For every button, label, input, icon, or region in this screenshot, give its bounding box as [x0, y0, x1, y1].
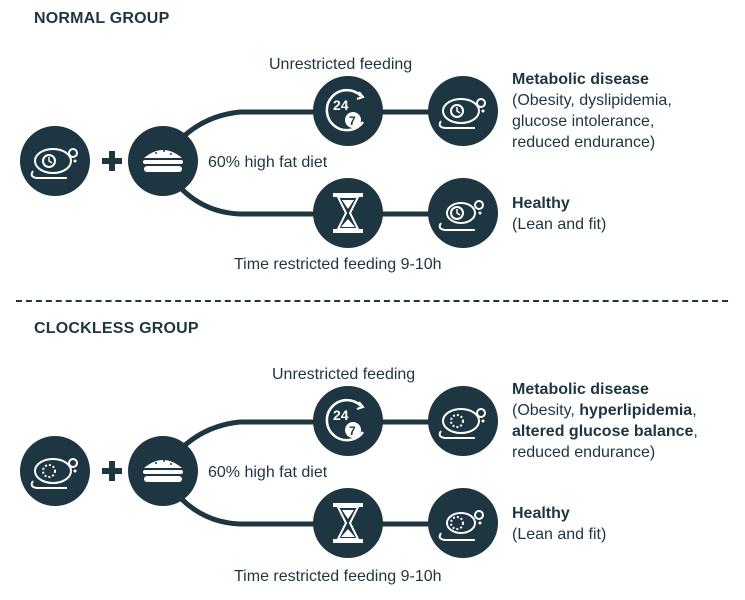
svg-text:7: 7: [349, 424, 356, 438]
result-text: ,: [693, 423, 698, 440]
metabolic-disease-result: Metabolic disease (Obesity, dyslipidemia…: [512, 69, 672, 153]
clock-24-7-icon: 24 7: [313, 76, 383, 146]
result-line: (Lean and fit): [512, 526, 607, 543]
hourglass-icon: [313, 488, 383, 558]
healthy-result: Healthy (Lean and fit): [512, 503, 606, 545]
mouse-with-clock-icon: [428, 178, 498, 248]
result-heading: Metabolic disease: [512, 71, 649, 88]
mouse-without-clock-icon: [20, 436, 90, 506]
burger-icon: [128, 436, 198, 506]
result-line: altered glucose balance,: [512, 421, 698, 442]
svg-text:24: 24: [333, 97, 349, 113]
result-heading: Metabolic disease: [512, 381, 649, 398]
group-divider: [16, 300, 728, 302]
unrestricted-feeding-label: Unrestricted feeding: [272, 366, 416, 383]
diet-label: 60% high fat diet: [208, 154, 328, 171]
plus-icon: [101, 150, 123, 172]
healthy-result: Healthy (Lean and fit): [512, 193, 606, 235]
result-line: (Lean and fit): [512, 216, 607, 233]
clockless-group-title: CLOCKLESS GROUP: [34, 320, 199, 337]
result-line: reduced endurance): [512, 134, 656, 151]
normal-group: NORMAL GROUP 60% high fat diet Unrestric…: [0, 0, 745, 290]
clockless-group: CLOCKLESS GROUP 60% high fat diet Unrest…: [0, 310, 745, 600]
clock-24-7-icon: 24 7: [313, 386, 383, 456]
result-line: (Obesity, hyperlipidemia,: [512, 400, 698, 421]
result-text: (Obesity,: [512, 402, 580, 419]
result-line: glucose intolerance,: [512, 113, 655, 130]
burger-icon: [128, 126, 198, 196]
mouse-with-clock-icon: [20, 126, 90, 196]
result-line: (Obesity, dyslipidemia,: [512, 92, 672, 109]
result-heading: Healthy: [512, 505, 570, 522]
time-restricted-feeding-label: Time restricted feeding 9-10h: [234, 568, 442, 585]
mouse-with-clock-icon: [428, 76, 498, 146]
normal-group-title: NORMAL GROUP: [34, 10, 170, 27]
unrestricted-feeding-label: Unrestricted feeding: [269, 56, 413, 73]
time-restricted-feeding-label: Time restricted feeding 9-10h: [234, 256, 442, 273]
svg-text:7: 7: [349, 114, 356, 128]
mouse-without-clock-icon: [428, 488, 498, 558]
result-heading: Healthy: [512, 195, 570, 212]
result-emphasis: altered glucose balance: [512, 423, 694, 440]
diet-label: 60% high fat diet: [208, 464, 328, 481]
mouse-without-clock-icon: [428, 386, 498, 456]
metabolic-disease-result: Metabolic disease (Obesity, hyperlipidem…: [512, 379, 698, 463]
result-emphasis: hyperlipidemia: [579, 402, 693, 419]
svg-text:24: 24: [333, 407, 349, 423]
result-line: reduced endurance): [512, 444, 656, 461]
plus-icon: [101, 460, 123, 482]
hourglass-icon: [313, 178, 383, 248]
result-text: ,: [692, 402, 697, 419]
